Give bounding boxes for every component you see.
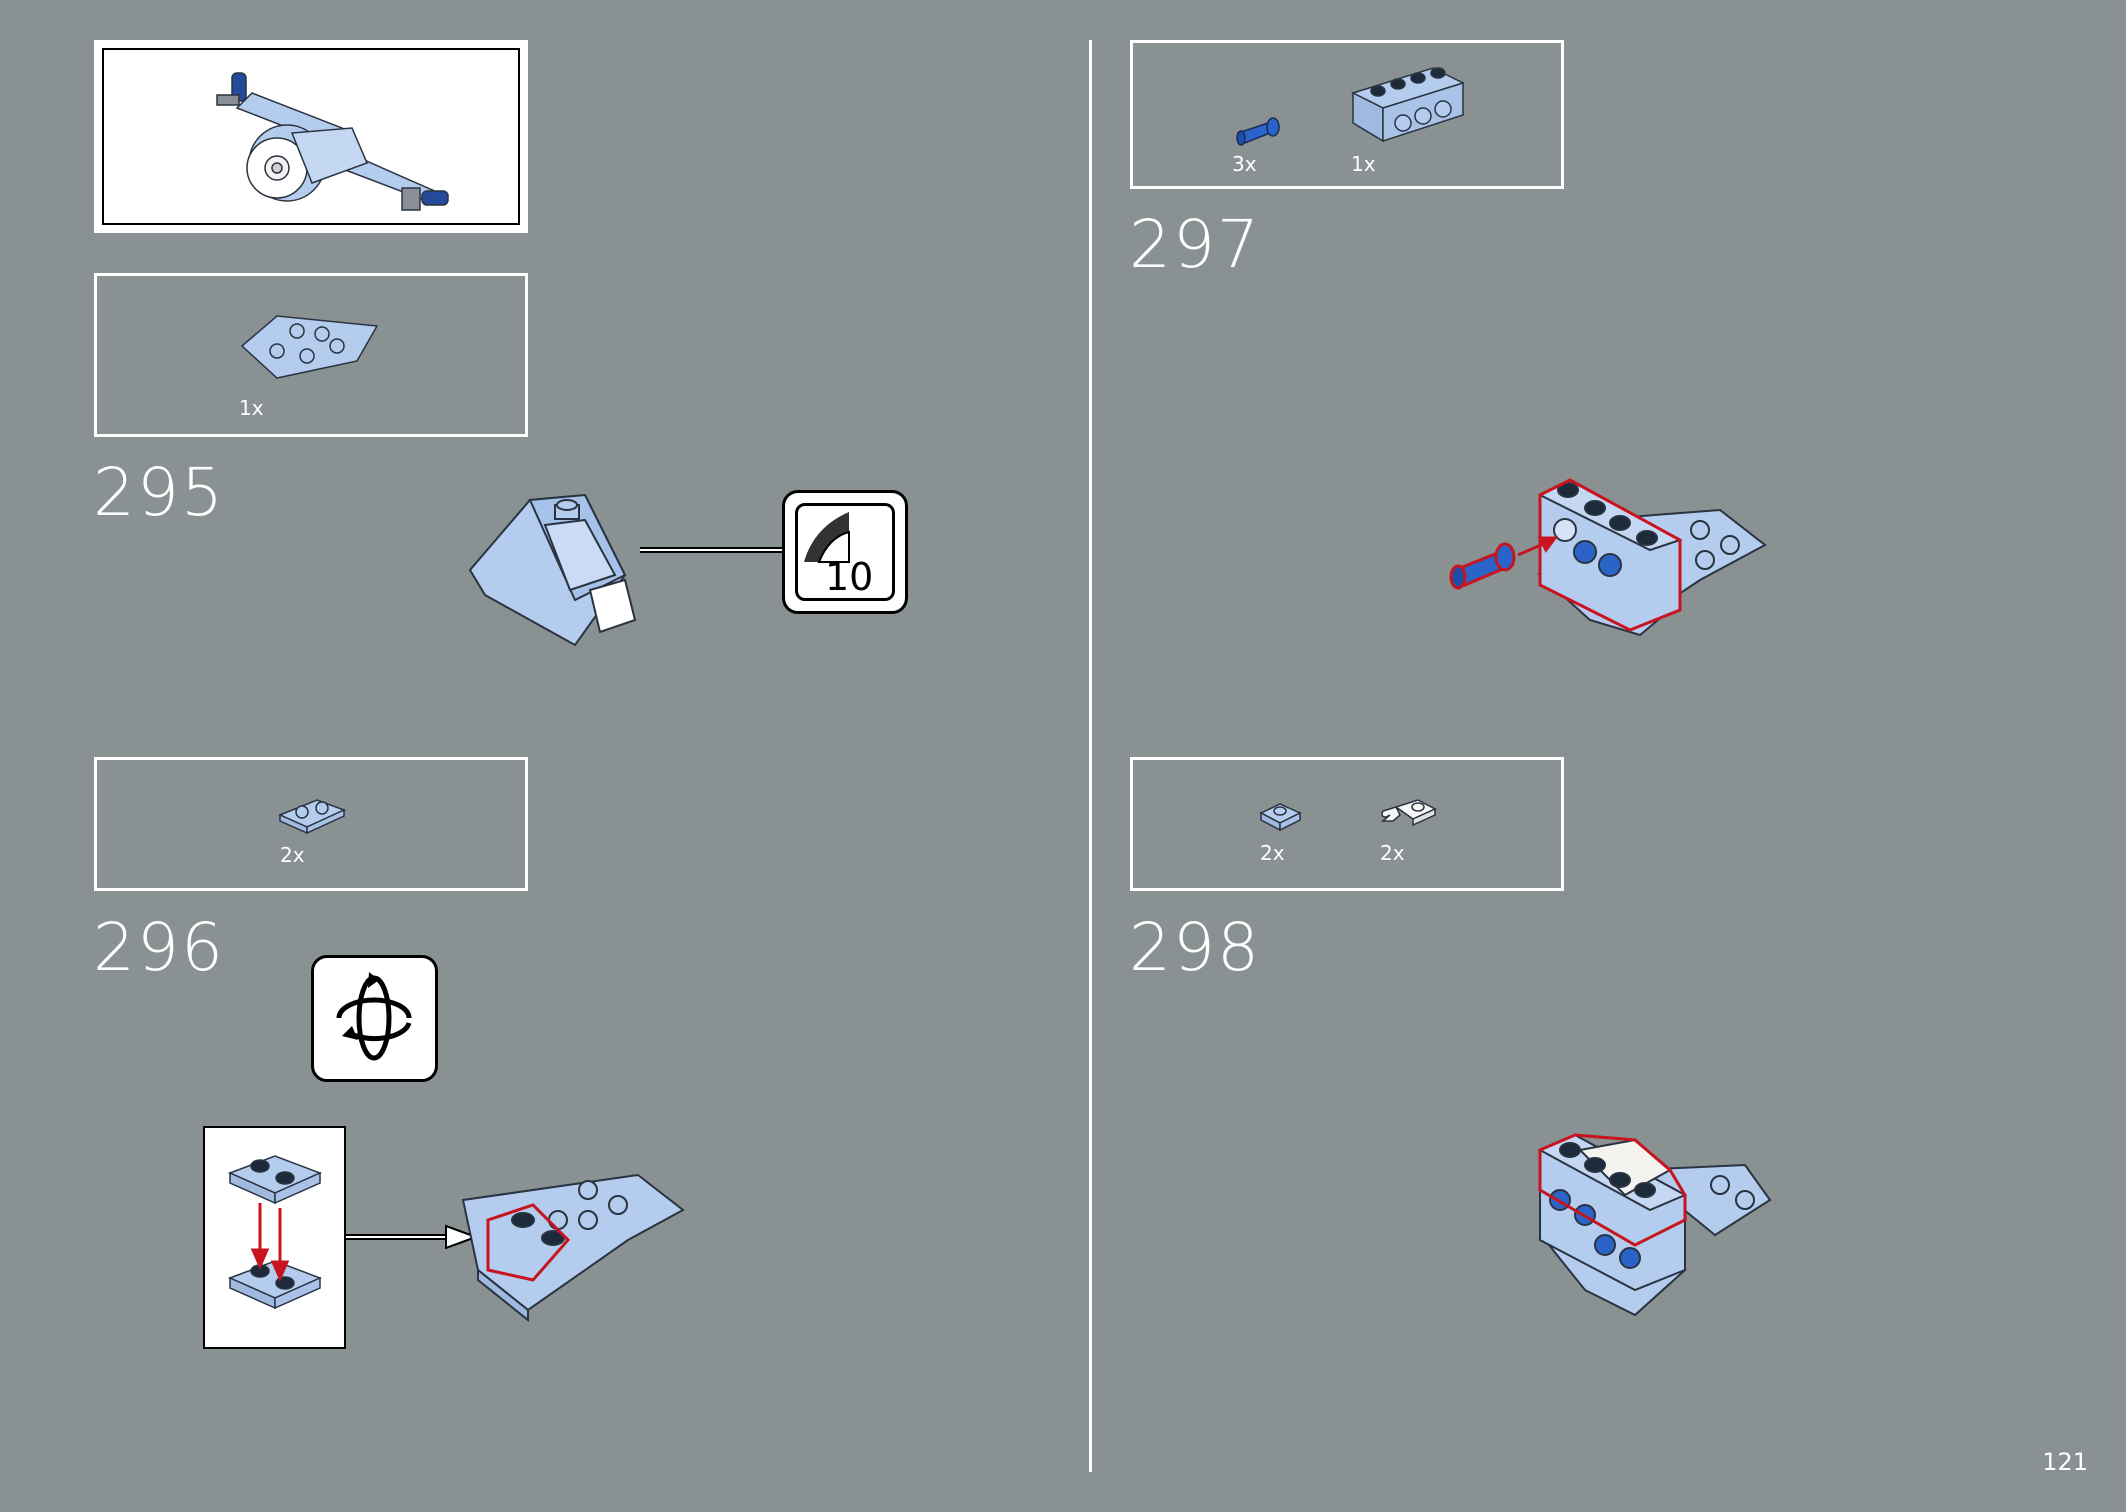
part-qty: 3x (1232, 152, 1257, 176)
plate-1x1-icon (1259, 803, 1302, 832)
page-number: 121 (2042, 1448, 2088, 1476)
part-qty: 2x (1380, 841, 1405, 865)
page-divider (1089, 40, 1092, 1472)
slope-with-sticker-icon (468, 493, 637, 647)
part-qty: 1x (1351, 152, 1376, 176)
submodel-overview-panel (94, 40, 528, 233)
technic-pin-icon (1236, 117, 1280, 146)
part-qty: 2x (280, 843, 305, 867)
plate-stack-icon (228, 1155, 322, 1310)
wedge-assembly-icon (461, 1173, 685, 1323)
axle-assembly-icon (216, 72, 449, 211)
parts-list-295: 1x (94, 273, 528, 437)
part-qty: 2x (1260, 841, 1285, 865)
brick-clip-assembly-icon (1537, 1133, 1772, 1317)
brick-pin-assembly-icon (1449, 478, 1767, 637)
parts-list-297: 3x 1x (1130, 40, 1564, 189)
sticker-callout: 10 (782, 490, 908, 614)
plate-clip-icon (1380, 799, 1437, 827)
step-number: 296 (93, 909, 225, 986)
rotate-model-icon (336, 972, 412, 1061)
technic-brick-1x4-icon (1351, 67, 1465, 143)
rotate-model-box (311, 955, 438, 1082)
step-number: 298 (1129, 909, 1261, 986)
sticker-sheet-number: 10 (825, 555, 874, 599)
step-number: 297 (1129, 206, 1261, 283)
sub-assembly-callout (203, 1126, 346, 1349)
sticker-sheet-icon (804, 512, 850, 563)
plate-1x2-icon (278, 799, 346, 835)
parts-list-298: 2x 2x (1130, 757, 1564, 891)
wedge-plate-icon (240, 315, 379, 379)
step-number: 295 (93, 454, 225, 531)
part-qty: 1x (239, 396, 264, 420)
parts-list-296: 2x (94, 757, 528, 891)
